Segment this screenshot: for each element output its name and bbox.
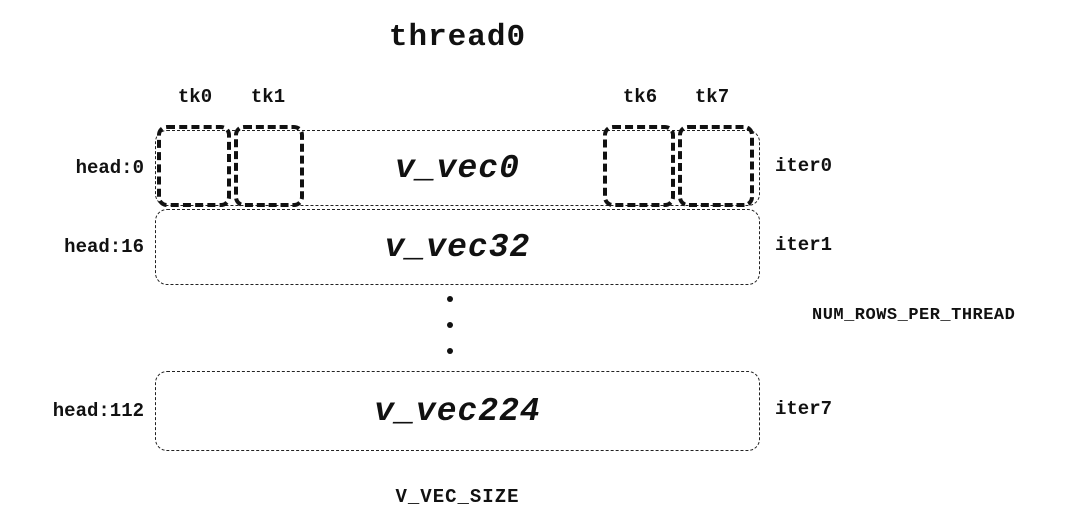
v-vec-size-label: V_VEC_SIZE: [395, 486, 520, 508]
vvec32-label: v_vec32: [384, 228, 531, 266]
tk1-cell-box: [234, 125, 304, 207]
tk6-cell-box: [603, 125, 675, 207]
tk6-label: tk6: [622, 86, 658, 108]
iter7-label: iter7: [775, 398, 833, 420]
vvec224-label: v_vec224: [374, 392, 541, 430]
tk7-cell-box: [678, 125, 754, 207]
tk0-label: tk0: [177, 86, 213, 108]
diagram-title: thread0: [388, 20, 527, 55]
vvec-row-iter7: v_vec224: [155, 371, 760, 451]
num-rows-per-thread-label: NUM_ROWS_PER_THREAD: [812, 306, 1016, 325]
vertical-ellipsis: [430, 296, 470, 354]
vvec-row-iter1: v_vec32: [155, 209, 760, 285]
vvec0-label: v_vec0: [395, 149, 520, 187]
ellipsis-dot: [447, 296, 453, 302]
iter0-label: iter0: [775, 155, 833, 177]
ellipsis-dot: [447, 348, 453, 354]
head112-label: head:112: [52, 400, 144, 422]
head0-label: head:0: [75, 157, 144, 179]
iter1-label: iter1: [775, 234, 833, 256]
tk7-label: tk7: [694, 86, 730, 108]
head16-label: head:16: [64, 236, 144, 258]
tk0-cell-box: [157, 125, 231, 207]
ellipsis-dot: [447, 322, 453, 328]
vvec-row-iter0: v_vec0: [155, 130, 760, 206]
tk1-label: tk1: [250, 86, 286, 108]
